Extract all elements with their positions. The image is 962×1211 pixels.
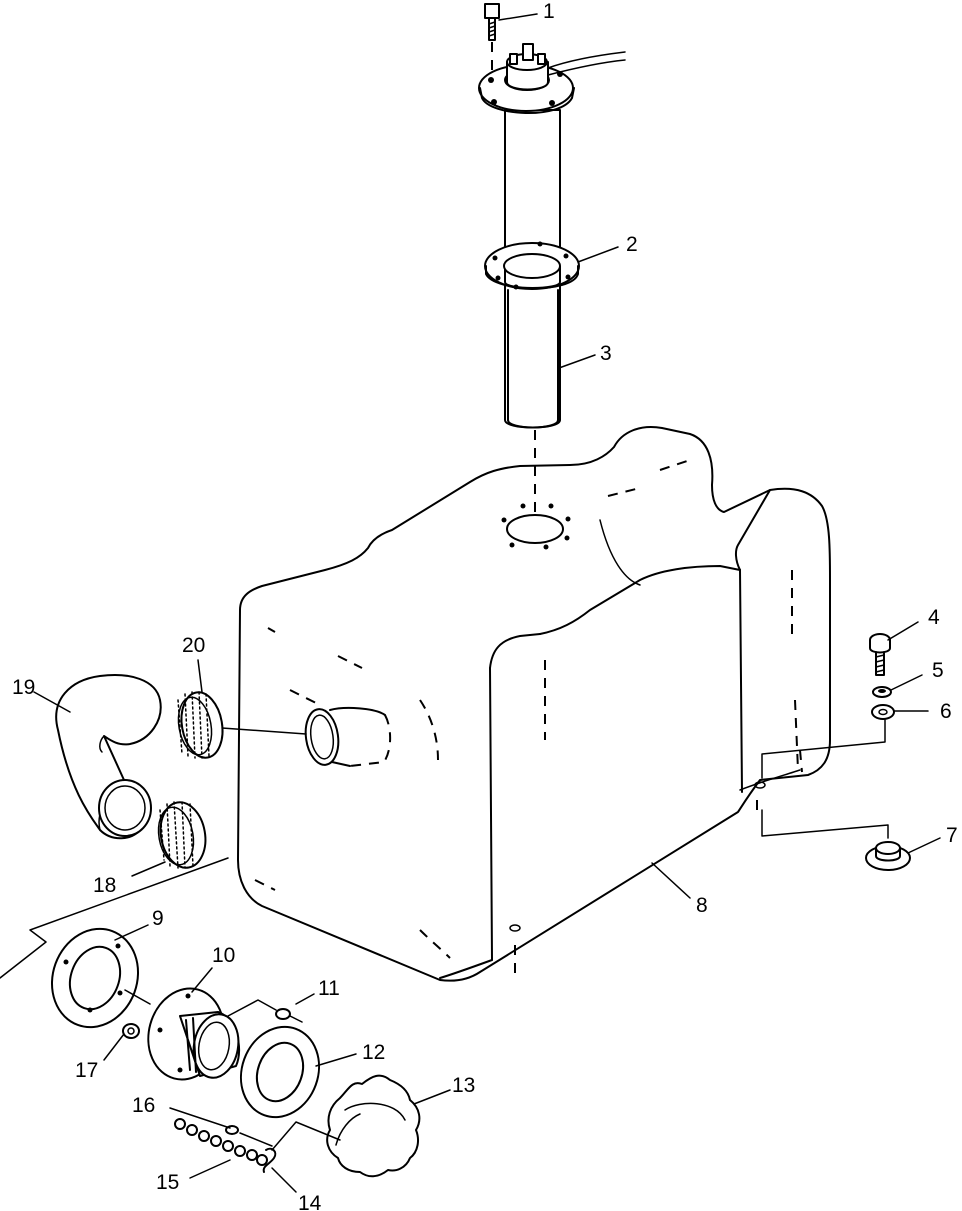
leader-lines <box>34 14 940 1192</box>
chain-leader-line <box>272 1122 340 1150</box>
callout-12: 12 <box>362 1041 385 1064</box>
callout-2: 2 <box>626 233 638 256</box>
callout-4: 4 <box>928 606 940 629</box>
hose-clamp-18[interactable] <box>99 780 210 871</box>
callout-20: 20 <box>182 634 205 657</box>
callout-8: 8 <box>696 894 708 917</box>
callout-14: 14 <box>298 1192 322 1211</box>
bolt-1[interactable] <box>485 4 499 72</box>
drain-plug-7[interactable] <box>866 842 910 870</box>
drain-leader-line <box>762 720 885 778</box>
callout-6: 6 <box>940 700 952 723</box>
callout-3: 3 <box>600 342 612 365</box>
callout-19: 19 <box>12 676 35 699</box>
callout-18: 18 <box>93 874 116 897</box>
callout-13: 13 <box>452 1074 475 1097</box>
screw-11[interactable] <box>276 1009 302 1022</box>
s-hook-14[interactable] <box>264 1149 276 1172</box>
clamp-leader-line <box>222 728 306 734</box>
lock-washer-5[interactable] <box>873 687 891 697</box>
callout-17: 17 <box>75 1059 98 1082</box>
callout-11: 11 <box>318 977 340 1000</box>
callout-labels: 1 2 3 4 5 6 7 8 9 10 11 12 13 14 15 16 1… <box>12 0 958 1211</box>
drain-bolt-4[interactable] <box>870 634 890 675</box>
callout-5: 5 <box>932 659 944 682</box>
callout-9: 9 <box>152 907 164 930</box>
callout-7: 7 <box>946 824 958 847</box>
filler-neck-10[interactable] <box>138 980 243 1088</box>
washer-6[interactable] <box>872 705 894 719</box>
callout-1: 1 <box>543 0 555 23</box>
callout-15: 15 <box>156 1171 179 1194</box>
chain-15[interactable] <box>175 1119 267 1165</box>
nut-17[interactable] <box>123 1024 139 1038</box>
fuel-sender-assembly[interactable] <box>479 44 625 520</box>
fuel-cap-13[interactable] <box>327 1076 419 1177</box>
mounting-ring-9[interactable] <box>38 917 151 1040</box>
callout-10: 10 <box>212 944 235 967</box>
ring-leader-line <box>125 990 150 1004</box>
callout-16: 16 <box>132 1094 155 1117</box>
screw-leader-line <box>228 1000 276 1016</box>
hose-clamp-20[interactable] <box>174 689 227 761</box>
gasket-12[interactable] <box>229 1016 332 1128</box>
plug-leader-line <box>762 810 888 838</box>
fuel-tank[interactable] <box>238 427 830 981</box>
break-line <box>0 858 228 978</box>
